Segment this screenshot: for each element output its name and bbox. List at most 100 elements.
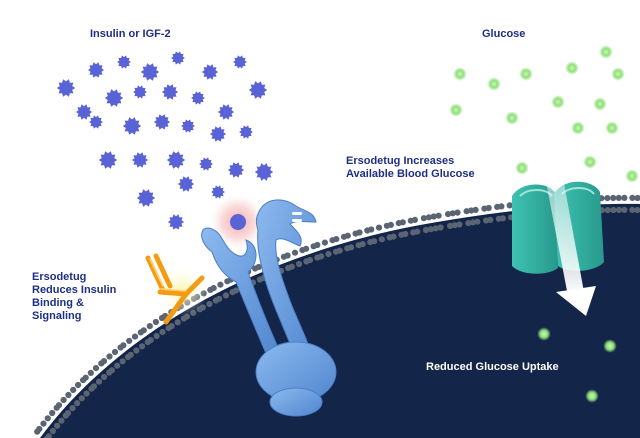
lipid-head <box>432 225 439 232</box>
glucose-dot-icon <box>519 67 533 81</box>
uptake-label: Reduced Glucose Uptake <box>426 361 559 373</box>
insulin-molecule-icon <box>104 89 124 107</box>
lipid-head <box>49 427 57 435</box>
lipid-head <box>604 207 611 214</box>
lipid-head <box>49 409 56 417</box>
insulin-molecule-icon <box>239 125 253 139</box>
lipid-head <box>92 365 100 372</box>
reduces-label-line-3: Binding & <box>32 297 84 309</box>
glucose-dot-icon <box>453 67 467 81</box>
lipid-head <box>159 328 166 336</box>
lipid-head <box>420 215 427 222</box>
lipid-head <box>427 226 434 233</box>
lipid-head <box>498 203 505 210</box>
lipid-head <box>140 327 147 334</box>
lipid-head <box>634 194 640 202</box>
lipid-head <box>83 390 90 397</box>
lipid-head <box>55 402 63 409</box>
glucose-dot-icon <box>585 389 599 403</box>
lipid-head <box>454 209 461 216</box>
lipid-head <box>90 383 97 390</box>
lipid-head <box>425 214 432 221</box>
lipid-head <box>147 337 154 344</box>
cell-interior <box>40 203 640 438</box>
lipid-head <box>447 222 454 229</box>
lipid-head <box>139 343 146 350</box>
glucose-dot-icon <box>515 161 529 175</box>
lipid-head <box>487 216 494 223</box>
insulin-molecule-icon <box>177 176 195 192</box>
lipid-head <box>101 373 108 381</box>
lipid-head <box>210 285 217 292</box>
glucose-dot-icon <box>505 111 519 125</box>
glucose-dot-icon <box>449 103 463 117</box>
insulin-molecule-icon <box>140 63 160 81</box>
lipid-head <box>168 323 175 330</box>
lipid-head <box>82 374 89 381</box>
lipid-head <box>217 281 224 288</box>
lipid-head <box>119 358 126 365</box>
lipid-head <box>95 378 103 385</box>
insulin-receptor-icon <box>201 199 337 417</box>
lipid-head <box>474 218 481 225</box>
glucose-dot-icon <box>565 61 579 75</box>
glucose-dot-icon <box>551 95 565 109</box>
antibody-icon <box>145 253 205 325</box>
lipid-head <box>390 233 397 240</box>
lipid-head <box>604 195 611 202</box>
insulin-molecule-icon <box>153 114 171 130</box>
insulin-molecule-icon <box>191 91 205 105</box>
glucose-label: Glucose <box>482 28 526 40</box>
lipid-head <box>296 260 303 268</box>
lipid-head <box>70 386 77 393</box>
increases-label-line-1: Ersodetug Increases <box>346 155 455 167</box>
insulin-molecule-icon <box>199 157 213 171</box>
glucose-molecules <box>449 45 639 403</box>
insulin-molecule-icon <box>166 151 186 169</box>
insulin-molecule-icon <box>167 214 185 230</box>
glucose-dot-icon <box>605 121 619 135</box>
lipid-head <box>402 230 409 238</box>
insulin-molecule-icon <box>76 104 92 120</box>
reduces-label-line-4: Signaling <box>32 310 82 322</box>
lipid-head <box>303 245 310 252</box>
lipid-head <box>422 226 430 234</box>
lipid-head <box>64 410 72 417</box>
lipid-head <box>100 358 108 365</box>
lipid-head <box>318 253 325 260</box>
lipid-head <box>375 224 383 231</box>
lipid-head <box>152 318 159 326</box>
lipid-head <box>378 236 385 243</box>
lipid-head <box>58 417 65 424</box>
lipid-head <box>222 292 229 299</box>
lipid-head <box>615 194 622 201</box>
lipid-head <box>75 381 82 389</box>
insulin-molecule-icon <box>133 85 147 99</box>
insulin-molecule-icon <box>233 55 247 69</box>
glucose-dot-icon <box>599 45 613 59</box>
lipid-head <box>288 263 295 270</box>
lipid-head <box>120 342 127 349</box>
glucose-uptake-arrow-icon <box>534 118 596 316</box>
lipid-head <box>411 216 418 223</box>
insulin-molecule-icon <box>131 152 149 168</box>
glucose-dot-icon <box>537 327 551 341</box>
insulin-molecule-icon <box>98 151 118 169</box>
lipid-head <box>291 249 299 256</box>
lipid-head <box>634 206 640 214</box>
lipid-head <box>108 367 115 374</box>
antibody-highlight <box>149 258 186 292</box>
lipid-head <box>153 332 160 340</box>
lipid-head <box>399 219 406 226</box>
lipid-head <box>437 224 444 231</box>
lipid-head <box>359 241 366 248</box>
reduces-label-line-2: Reduces Insulin <box>32 284 117 296</box>
lipid-head <box>69 405 76 412</box>
lipid-head <box>348 244 355 251</box>
lipid-head <box>284 252 291 259</box>
insulin-molecule-icon <box>248 81 268 99</box>
bound-insulin-icon <box>230 214 246 230</box>
lipid-head <box>206 300 213 308</box>
lipid-head <box>114 362 121 369</box>
